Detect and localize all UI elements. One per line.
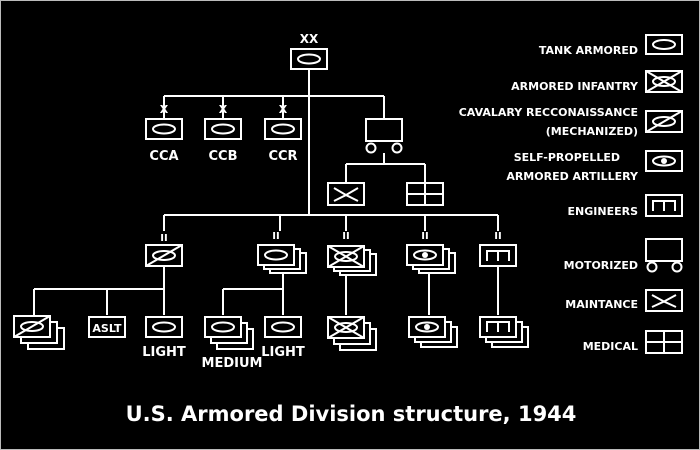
engineer-battalion-symbol	[479, 244, 517, 267]
cavalry-reconnaissance-icon	[645, 110, 683, 133]
engineer-companies-symbol	[479, 316, 529, 348]
legend-label-motorized: MOTORIZED	[564, 259, 638, 272]
armored-infantry-icon	[645, 70, 683, 93]
tank-armored-icon	[645, 34, 683, 55]
brigade-echelon-label-ccb: X	[219, 103, 228, 116]
division-echelon-label: XX	[300, 32, 319, 46]
legend-label-engineers: ENGINEERS	[568, 205, 639, 218]
engineers-icon	[645, 194, 683, 217]
light-label-tank: LIGHT	[261, 345, 305, 360]
battalion-echelon-label-cav: II	[160, 233, 167, 244]
connector-lines	[33, 69, 499, 315]
legend-label-artillery-2: ARMORED ARTILLERY	[506, 170, 639, 183]
ccb-label: CCB	[209, 149, 238, 164]
ccr-label: CCR	[268, 149, 297, 164]
legend-label-maintenance: MAINTANCE	[565, 298, 638, 311]
armored-infantry-battalions-symbol	[327, 245, 377, 276]
self-propelled-artillery-icon	[645, 150, 683, 172]
legend-label-artillery-1: SELF-PROPELLED	[514, 151, 620, 164]
aslt-label: ASLT	[92, 322, 122, 335]
legend-label-cavalry-1: CAVALARY RECCONAISSANCE	[459, 106, 638, 119]
legend-label-cavalry-2: (MECHANIZED)	[546, 125, 638, 138]
legend-label-armored-infantry: ARMORED INFANTRY	[511, 80, 639, 93]
light-tank-company-symbol-tank	[264, 316, 302, 338]
legend: TANK ARMORED ARMORED INFANTRY CAVALARY R…	[459, 34, 683, 354]
medical-battalion-symbol	[406, 182, 444, 206]
medical-icon	[645, 330, 683, 354]
cca-symbol	[145, 118, 183, 140]
motorized-icon	[645, 238, 683, 273]
light-label-cav: LIGHT	[142, 345, 186, 360]
light-tank-company-symbol-cav	[145, 316, 183, 338]
ccb-symbol	[204, 118, 242, 140]
battalion-echelon-label-eng: II	[494, 231, 501, 242]
battalion-echelon-label-art: II	[421, 231, 428, 242]
cca-label: CCA	[149, 149, 178, 164]
division-hq-symbol	[290, 48, 328, 70]
legend-label-tank-armored: TANK ARMORED	[539, 44, 638, 57]
artillery-battalions-symbol	[406, 244, 456, 274]
tank-battalions-symbol	[257, 244, 307, 274]
cavalry-troops-symbol	[13, 315, 65, 350]
maintenance-battalion-symbol	[327, 182, 365, 206]
division-trains-motorized-symbol	[365, 118, 403, 154]
medium-label: MEDIUM	[202, 356, 263, 371]
legend-label-medical: MEDICAL	[583, 340, 638, 353]
assault-gun-troop-symbol: ASLT	[88, 316, 126, 338]
diagram-title: U.S. Armored Division structure, 1944	[126, 402, 577, 426]
battalion-echelon-label-inf: II	[342, 231, 349, 242]
medium-tank-companies-symbol	[204, 316, 254, 350]
brigade-echelon-label-cca: X	[160, 103, 169, 116]
battalion-echelon-label-tank: II	[272, 231, 279, 242]
maintenance-icon	[645, 289, 683, 312]
cavalry-recon-battalion-symbol	[145, 244, 183, 267]
armored-infantry-companies-symbol	[327, 316, 377, 351]
brigade-echelon-label-ccr: X	[279, 103, 288, 116]
artillery-batteries-symbol	[408, 316, 458, 348]
ccr-symbol	[264, 118, 302, 140]
